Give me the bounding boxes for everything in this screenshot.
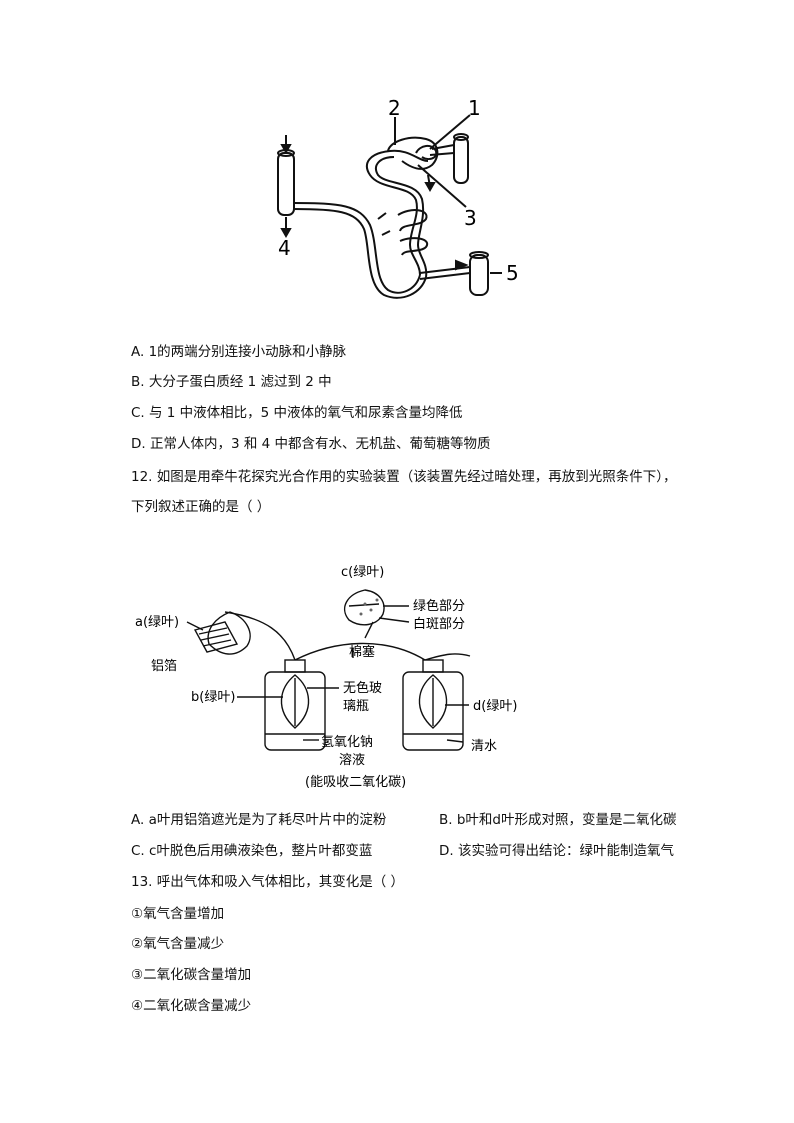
photosynthesis-figure: c(绿叶) 绿色部分 白斑部分 a(绿叶) 铝箔 棉塞 b(绿叶) 无色玻 璃瓶… xyxy=(135,565,517,790)
q11-option-a: A. 1的两端分别连接小动脉和小静脉 xyxy=(131,344,347,360)
q12-stem-line2: 下列叙述正确的是（ ） xyxy=(131,499,271,515)
q13-item-3: ③二氧化碳含量增加 xyxy=(131,967,252,983)
q11-option-b: B. 大分子蛋白质经 1 滤过到 2 中 xyxy=(131,374,332,390)
q12-stem-line1: 12. 如图是用牵牛花探究光合作用的实验装置（该装置先经过暗处理，再放到光照条件… xyxy=(131,469,677,485)
bottle-label-2: 璃瓶 xyxy=(343,699,369,714)
nephron-figure: 2 1 3 4 5 xyxy=(277,96,519,299)
q11-option-c: C. 与 1 中液体相比，5 中液体的氧气和尿素含量均降低 xyxy=(131,405,463,421)
label-1: 1 xyxy=(468,96,481,120)
cotton-label: 棉塞 xyxy=(349,644,375,660)
q13-item-4: ④二氧化碳含量减少 xyxy=(131,998,252,1014)
a-leaf-label: a(绿叶) xyxy=(135,615,179,630)
absorb-label: (能吸收二氧化碳) xyxy=(305,775,406,790)
green-part-label: 绿色部分 xyxy=(413,598,465,614)
q12-option-c: C. c叶脱色后用碘液染色，整片叶都变蓝 xyxy=(131,843,373,859)
q13-stem: 13. 呼出气体和吸入气体相比，其变化是（ ） xyxy=(131,874,405,890)
q13-item-2: ②氧气含量减少 xyxy=(131,936,225,952)
water-label: 清水 xyxy=(471,739,497,754)
label-3: 3 xyxy=(464,206,477,230)
d-leaf-label: d(绿叶) xyxy=(473,699,517,714)
collecting-duct-tube xyxy=(277,152,295,216)
label-5: 5 xyxy=(506,261,519,285)
naoh-label-2: 溶液 xyxy=(339,753,365,768)
q11-option-d: D. 正常人体内，3 和 4 中都含有水、无机盐、葡萄糖等物质 xyxy=(131,436,491,452)
q12-option-a: A. a叶用铝箔遮光是为了耗尽叶片中的淀粉 xyxy=(131,812,387,828)
q13-item-1: ①氧气含量增加 xyxy=(131,906,225,922)
naoh-label-1: 氢氧化钠 xyxy=(321,735,373,750)
white-part-label: 白斑部分 xyxy=(413,616,465,632)
label-2: 2 xyxy=(388,96,401,120)
q12-option-b: B. b叶和d叶形成对照，变量是二氧化碳 xyxy=(439,812,677,828)
foil-label: 铝箔 xyxy=(151,658,177,674)
q12-option-d: D. 该实验可得出结论：绿叶能制造氧气 xyxy=(439,843,674,859)
bottle-label-1: 无色玻 xyxy=(343,680,382,696)
label-4: 4 xyxy=(278,236,291,260)
c-leaf-label: c(绿叶) xyxy=(341,565,384,580)
b-leaf-label: b(绿叶) xyxy=(191,690,235,705)
